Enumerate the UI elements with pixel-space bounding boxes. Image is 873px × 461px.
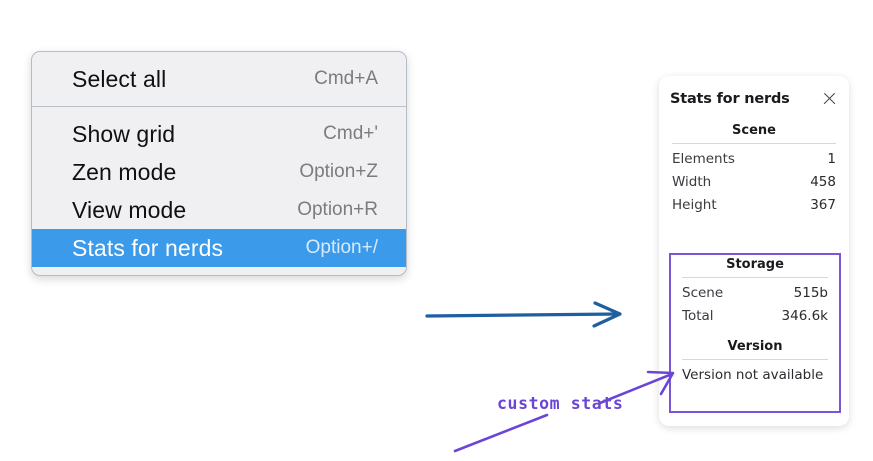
menu-item-select-all[interactable]: Select all Cmd+A <box>32 60 406 98</box>
section-rule <box>672 143 836 144</box>
menu-item-label: Select all <box>72 65 167 92</box>
section-heading-scene: Scene <box>732 123 776 138</box>
stat-value: 458 <box>810 173 836 190</box>
arrow-right-icon <box>425 301 622 328</box>
stat-key: Total <box>682 307 714 324</box>
menu-section-selection: Select all Cmd+A <box>32 52 406 106</box>
section-rule <box>682 359 828 360</box>
menu-item-shortcut: Option+R <box>297 199 378 220</box>
stat-row-width: Width 458 <box>670 170 838 193</box>
stat-key: Elements <box>672 150 735 167</box>
menu-item-label: View mode <box>72 196 187 223</box>
menu-item-show-grid[interactable]: Show grid Cmd+' <box>32 115 406 153</box>
stat-row-height: Height 367 <box>670 193 838 216</box>
menu-section-view: Show grid Cmd+' Zen mode Option+Z View m… <box>32 107 406 275</box>
stat-value: 515b <box>793 284 828 301</box>
stat-value: 1 <box>827 150 836 167</box>
stat-value: 346.6k <box>781 307 828 324</box>
stats-for-nerds-panel[interactable]: Stats for nerds Scene Elements 1 Width 4… <box>659 76 849 426</box>
stat-key: Width <box>672 173 712 190</box>
stat-row-storage-scene: Scene 515b <box>680 281 830 304</box>
stat-key: Scene <box>682 284 724 301</box>
stats-custom-sections: Storage Scene 515b Total 346.6k Version … <box>671 255 839 387</box>
close-icon[interactable] <box>821 90 838 107</box>
stat-row-storage-total: Total 346.6k <box>680 304 830 327</box>
menu-item-shortcut: Cmd+A <box>314 68 378 89</box>
menu-item-zen-mode[interactable]: Zen mode Option+Z <box>32 153 406 191</box>
stats-section-scene: Scene Elements 1 Width 458 Height 367 <box>670 121 838 216</box>
stats-panel-title: Stats for nerds <box>670 90 790 107</box>
section-rule <box>682 277 828 278</box>
menu-item-shortcut: Option+/ <box>305 237 378 258</box>
custom-stats-annotation-label: custom stats <box>497 394 624 413</box>
canvas-context-menu[interactable]: Select all Cmd+A Show grid Cmd+' Zen mod… <box>31 51 407 276</box>
stat-key: Height <box>672 196 717 213</box>
underline-stroke <box>453 413 549 453</box>
menu-item-shortcut: Cmd+' <box>323 123 378 144</box>
menu-item-label: Stats for nerds <box>72 234 224 261</box>
menu-item-shortcut: Option+Z <box>299 161 378 182</box>
stat-row-elements: Elements 1 <box>670 147 838 170</box>
section-heading-version: Version <box>727 339 783 354</box>
section-heading-storage: Storage <box>726 257 784 272</box>
menu-item-view-mode[interactable]: View mode Option+R <box>32 191 406 229</box>
menu-item-label: Zen mode <box>72 158 177 185</box>
menu-item-stats-for-nerds[interactable]: Stats for nerds Option+/ <box>32 229 406 267</box>
stats-section-storage: Storage Scene 515b Total 346.6k <box>680 255 830 327</box>
version-note: Version not available <box>682 367 824 383</box>
stats-section-version: Version Version not available <box>680 327 830 387</box>
menu-divider <box>32 106 406 107</box>
stat-value: 367 <box>810 196 836 213</box>
menu-item-label: Show grid <box>72 120 176 147</box>
stats-panel-header: Stats for nerds <box>670 90 838 107</box>
